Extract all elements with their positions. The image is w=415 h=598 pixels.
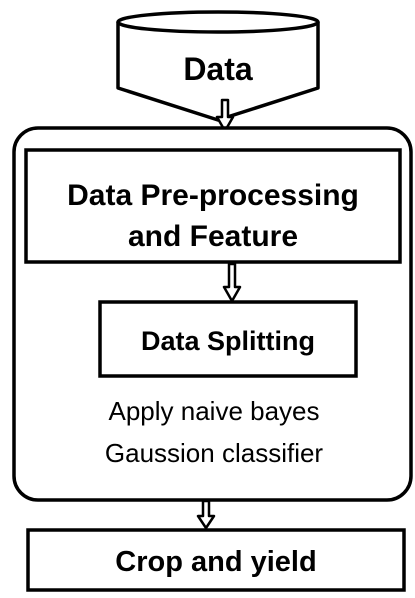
data-node: Data [116,10,320,122]
arrow-pipeline-to-output [196,499,216,530]
preprocessing-label-line1: Data Pre-processing [67,179,359,212]
arrow-preprocessing-to-splitting [222,262,242,303]
preprocessing-box [24,148,402,264]
splitting-box [98,300,358,378]
output-node: Crop and yield [26,528,406,592]
preprocessing-label-line2: and Feature [128,220,298,253]
data-cylinder-top [116,10,320,34]
output-label: Crop and yield [115,546,316,578]
data-label: Data [183,51,253,87]
output-box [26,528,406,592]
splitting-node: Data Splitting [98,300,358,378]
arrow-data-to-pipeline [215,98,235,133]
preprocessing-node: Data Pre-processing and Feature [24,148,402,264]
classifier-label-line1: Apply naive bayes [108,396,319,426]
classifier-label-line2: Gaussion classifier [105,438,324,468]
splitting-label: Data Splitting [141,326,315,356]
